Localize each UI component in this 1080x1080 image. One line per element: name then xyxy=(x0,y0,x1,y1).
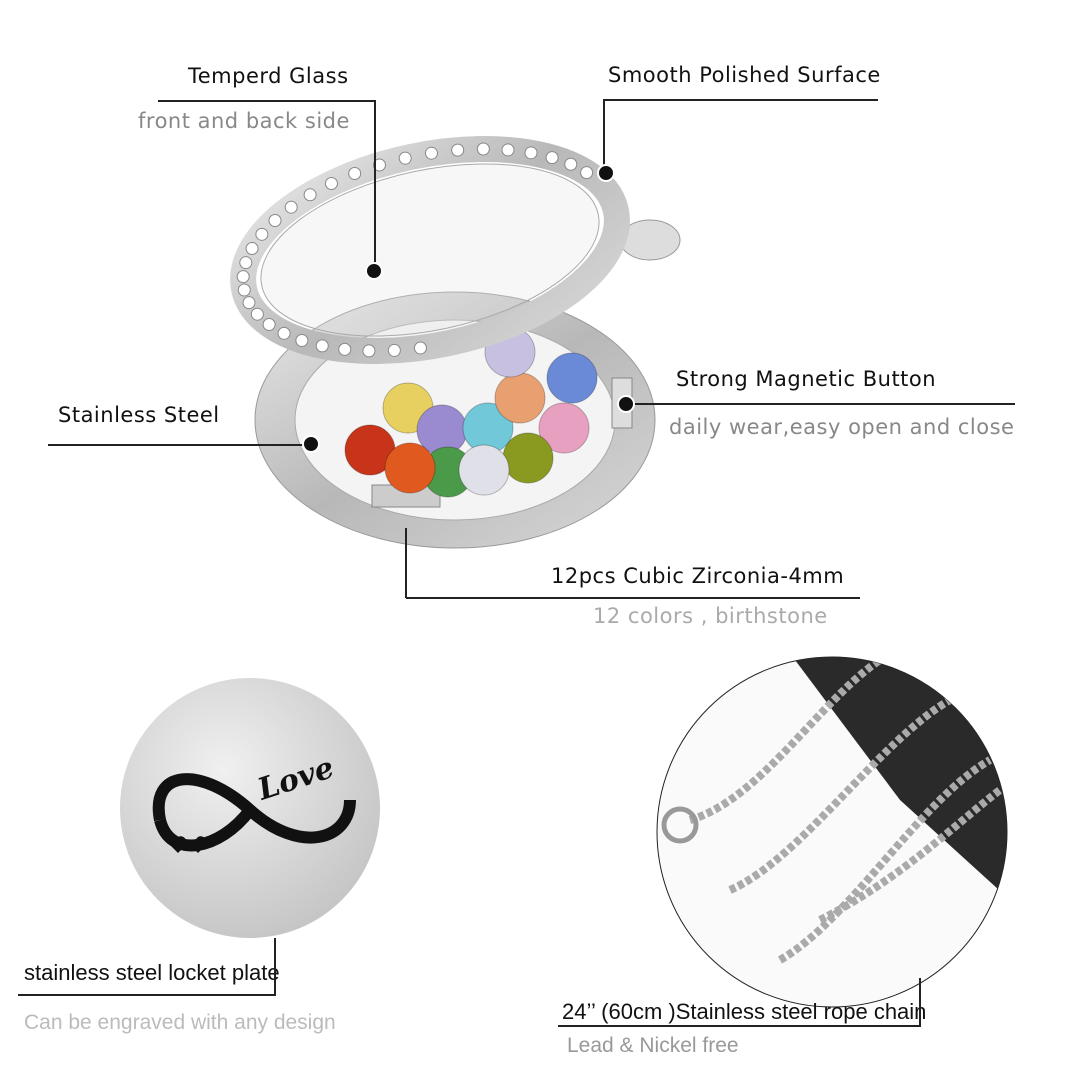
crystal xyxy=(413,341,427,355)
gem xyxy=(458,444,510,496)
crystal xyxy=(277,326,291,340)
glass-subtitle: front and back side xyxy=(138,109,350,133)
gem xyxy=(538,402,590,454)
plate-title: stainless steel locket plate xyxy=(24,960,280,985)
crystal xyxy=(524,146,538,160)
crystal xyxy=(255,227,269,241)
crystal xyxy=(295,334,309,348)
chain-title: 24’’ (60cm )Stainless steel rope chain xyxy=(562,999,927,1024)
magnet-dot xyxy=(617,395,635,413)
magnet-subtitle: daily wear,easy open and close xyxy=(669,415,1015,439)
plate-leader-line xyxy=(18,994,276,996)
crystal xyxy=(348,166,362,180)
crystal xyxy=(284,200,298,214)
zirconia-leader-vertical xyxy=(405,528,407,598)
gem xyxy=(494,372,546,424)
gem-group xyxy=(344,326,598,498)
zirconia-title: 12pcs Cubic Zirconia-4mm xyxy=(551,564,845,588)
magnet-leader-line xyxy=(628,403,1015,405)
zirconia-leader-line xyxy=(406,597,860,599)
crystal xyxy=(315,339,329,353)
surface-dot xyxy=(597,164,615,182)
glass-title: Temperd Glass xyxy=(188,64,349,88)
crystal xyxy=(242,296,256,310)
crystal xyxy=(545,151,559,165)
crystal xyxy=(362,344,376,358)
crystal xyxy=(501,143,515,157)
chain-subtitle: Lead & Nickel free xyxy=(567,1034,739,1057)
crystal xyxy=(237,283,251,297)
crystal xyxy=(268,213,282,227)
surface-leader-line xyxy=(603,99,878,101)
crystal xyxy=(424,146,438,160)
gem xyxy=(502,432,554,484)
crystal xyxy=(387,343,401,357)
crystal xyxy=(564,157,578,171)
crystal-row xyxy=(236,142,594,358)
plate-leader-vertical xyxy=(274,938,276,996)
crystal xyxy=(303,188,317,202)
steel-leader-line xyxy=(48,444,310,446)
crystal xyxy=(476,142,490,156)
chain-leader-vertical xyxy=(919,978,921,1027)
zirconia-subtitle: 12 colors , birthstone xyxy=(593,604,828,628)
crystal xyxy=(245,241,259,255)
gem xyxy=(546,352,598,404)
crystal xyxy=(372,158,386,172)
crystal xyxy=(250,307,264,321)
crystal xyxy=(580,166,594,180)
glass-leader-vertical xyxy=(374,100,376,270)
surface-leader-vertical xyxy=(603,99,605,171)
surface-title: Smooth Polished Surface xyxy=(608,63,881,87)
crystal xyxy=(324,176,338,190)
chain-leader-line xyxy=(558,1025,921,1027)
gem xyxy=(384,442,436,494)
crystal xyxy=(239,256,253,270)
magnet-title: Strong Magnetic Button xyxy=(676,367,937,391)
steel-title: Stainless Steel xyxy=(58,403,220,427)
crystal xyxy=(398,151,412,165)
glass-dot xyxy=(365,262,383,280)
plate-subtitle: Can be engraved with any design xyxy=(24,1011,336,1034)
glass-leader-line xyxy=(158,100,376,102)
crystal xyxy=(451,143,465,157)
crystal xyxy=(236,270,250,284)
steel-dot xyxy=(302,435,320,453)
crystal xyxy=(262,318,276,332)
crystal xyxy=(338,342,352,356)
